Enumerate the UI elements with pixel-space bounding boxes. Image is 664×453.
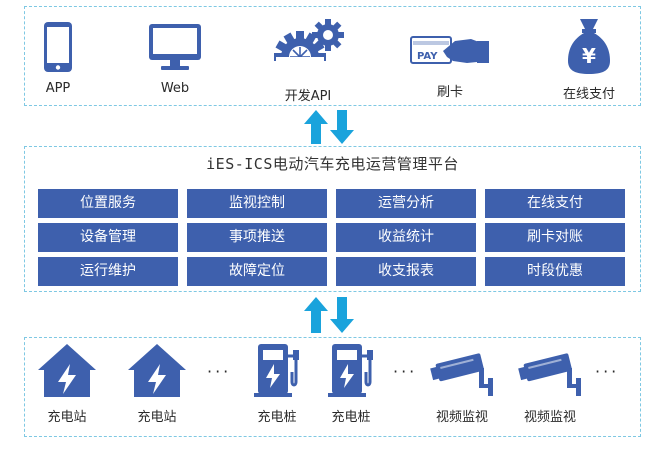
- monitor-icon: [149, 24, 201, 70]
- web-label: Web: [160, 81, 190, 96]
- station-1-label: 充电站: [47, 410, 87, 425]
- gears-icon: [274, 19, 344, 79]
- app-channel: APP: [33, 21, 83, 101]
- charging-station-2: 充电站: [125, 342, 189, 432]
- app-label: APP: [45, 81, 71, 96]
- arrow-down-icon: [330, 297, 354, 333]
- arrow-up-icon: [304, 297, 328, 333]
- station-2-label: 充电站: [137, 410, 177, 425]
- cell-revenue-stats: 收益统计: [336, 223, 476, 252]
- cell-operation-analysis: 运营分析: [336, 189, 476, 218]
- cell-time-discount: 时段优惠: [485, 257, 625, 286]
- card-icon: PAY: [410, 36, 489, 64]
- web-channel: Web: [143, 23, 207, 103]
- devices-panel: 充电站 充电站 ··· 充电桩 充电桩 ·: [24, 337, 641, 437]
- online-pay-label: 在线支付: [562, 87, 615, 102]
- camera-icon: [518, 353, 581, 396]
- card-label: 刷卡: [436, 85, 463, 100]
- access-channels-panel: APP Web: [24, 6, 641, 106]
- camera-icon: [430, 353, 493, 396]
- api-channel: 开发API: [263, 17, 353, 104]
- charging-station-1: 充电站: [35, 342, 99, 432]
- money-bag-icon: ¥: [568, 19, 610, 74]
- platform-panel: iES-ICS电动汽车充电运营管理平台 位置服务 监视控制 运营分析 在线支付 …: [24, 146, 641, 292]
- ellipsis-2: ···: [393, 362, 418, 381]
- mid-bottom-arrows: [302, 296, 358, 334]
- bag-yen-text: ¥: [582, 44, 596, 68]
- charging-pile-2: 充电桩: [321, 342, 381, 432]
- station-icon: [128, 344, 186, 397]
- card-pay-text: PAY: [417, 51, 438, 62]
- online-pay-channel: ¥ 在线支付: [552, 17, 626, 103]
- cell-online-payment: 在线支付: [485, 189, 625, 218]
- cell-finance-report: 收支报表: [336, 257, 476, 286]
- phone-icon: [44, 22, 72, 72]
- cell-monitor-control: 监视控制: [187, 189, 327, 218]
- api-label: 开发API: [284, 89, 332, 104]
- cell-device-management: 设备管理: [38, 223, 178, 252]
- ellipsis-3: ···: [595, 362, 620, 381]
- video-monitor-2: 视频监视: [511, 348, 589, 432]
- pile-1-label: 充电桩: [257, 410, 297, 425]
- camera-2-label: 视频监视: [523, 410, 576, 425]
- card-channel: PAY 刷卡: [407, 31, 493, 103]
- charging-pile-1: 充电桩: [247, 342, 307, 432]
- platform-title: iES-ICS电动汽车充电运营管理平台: [206, 155, 459, 173]
- cell-event-push: 事项推送: [187, 223, 327, 252]
- arrow-up-icon: [304, 110, 328, 144]
- arrow-down-icon: [330, 110, 354, 144]
- cell-fault-location: 故障定位: [187, 257, 327, 286]
- video-monitor-1: 视频监视: [423, 348, 501, 432]
- ellipsis-1: ···: [207, 362, 232, 381]
- cell-operation-maintenance: 运行维护: [38, 257, 178, 286]
- cell-location-service: 位置服务: [38, 189, 178, 218]
- station-icon: [38, 344, 96, 397]
- top-mid-arrows: [302, 109, 358, 145]
- camera-1-label: 视频监视: [435, 410, 488, 425]
- charger-icon: [254, 344, 299, 397]
- pile-2-label: 充电桩: [331, 410, 371, 425]
- charger-icon: [328, 344, 373, 397]
- cell-card-reconcile: 刷卡对账: [485, 223, 625, 252]
